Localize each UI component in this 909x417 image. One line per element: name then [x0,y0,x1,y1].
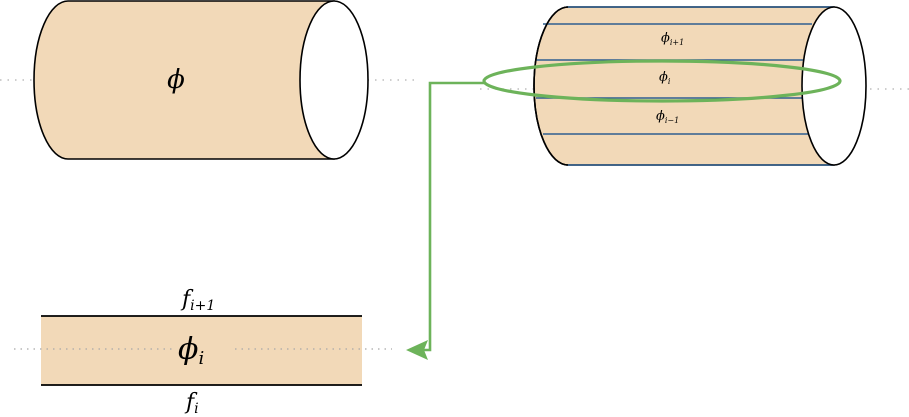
label-phi-i-minus-1: ϕi−1 [656,109,679,125]
connector-line [424,81,484,352]
label-phi-left: ϕ [167,65,185,95]
label-f-i-plus-1: fi+1 [180,287,215,314]
label-f-i: fi [184,390,199,417]
highlight-ellipse [482,59,842,103]
label-phi-i: ϕi [659,70,671,86]
cylinder-left: ϕ [0,0,420,160]
cylinder-right-left-edge [533,6,569,166]
highlight-connector [406,59,842,360]
label-strip-phi-i: ϕi [178,332,204,369]
cylinder-left-body [33,0,335,160]
cylinder-right: ϕi+1 ϕi ϕi−1 [480,6,909,166]
label-phi-i-plus-1: ϕi+1 [661,31,684,47]
cylinder-left-end-cap [299,0,369,160]
cylinder-right-body [533,6,835,166]
connector-arrowhead [406,340,428,360]
strip-label-background [172,330,234,368]
slice-strip: ϕi fi+1 fi [14,287,392,417]
